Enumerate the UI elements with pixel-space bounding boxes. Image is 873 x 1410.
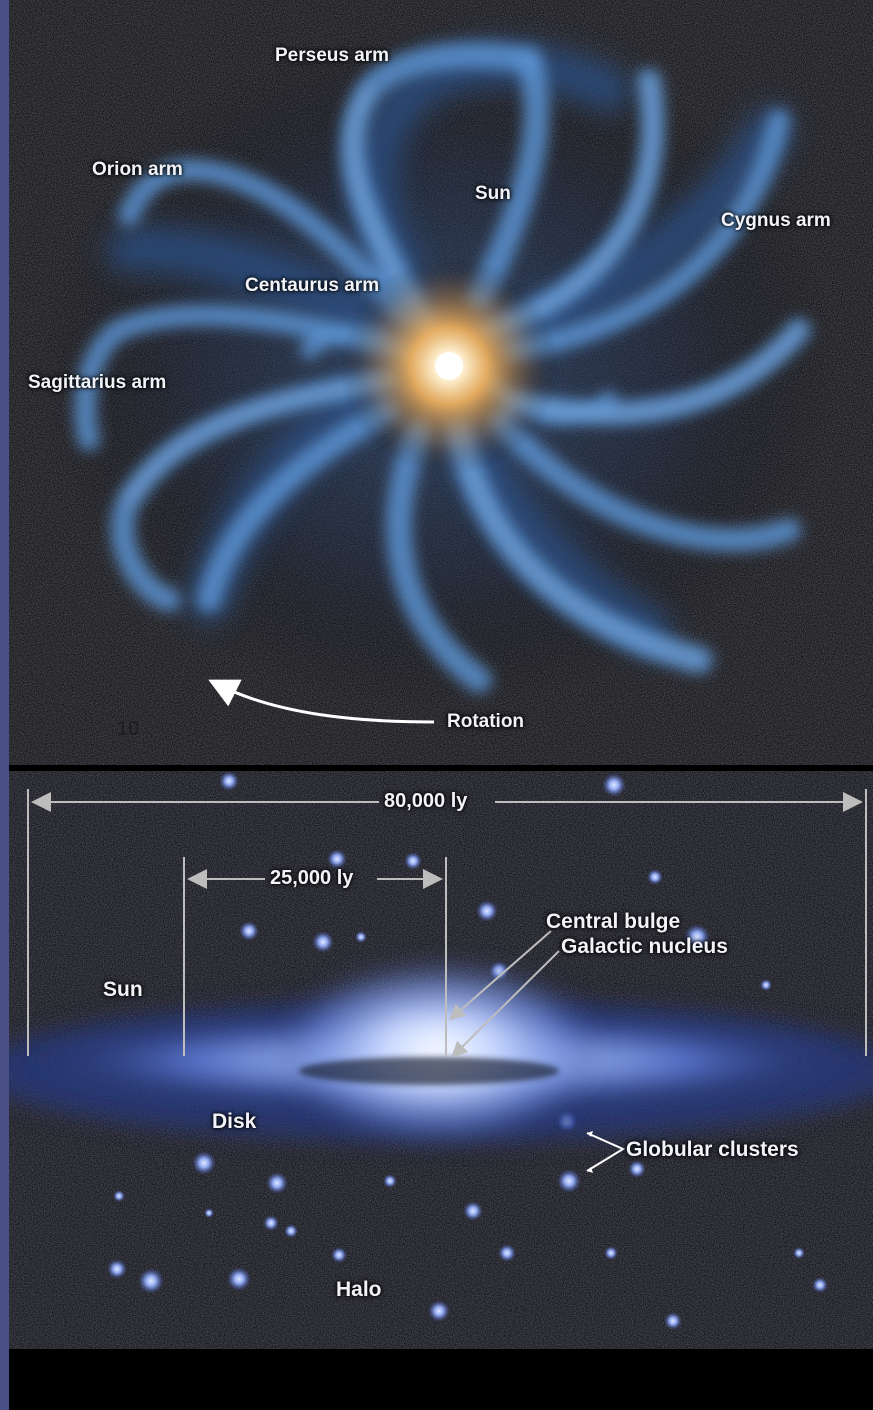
sun-label-top: Sun	[475, 183, 511, 204]
slide-side-strip	[0, 0, 9, 1410]
galactic-nucleus-pointer	[451, 950, 560, 1058]
centaurus-arm-label: Centaurus arm	[245, 275, 380, 296]
page-number: 10	[117, 718, 140, 740]
sun-distance-label: 25,000 ly	[270, 867, 354, 889]
face-on-galaxy-illustration	[9, 0, 873, 765]
central-bulge-pointer	[448, 930, 552, 1021]
disk-label: Disk	[212, 1110, 257, 1133]
sagittarius-arm-label: Sagittarius arm	[28, 372, 167, 393]
dimension-lines	[27, 789, 867, 1056]
central-bulge-label: Central bulge	[546, 910, 681, 933]
bottom-black-bar	[9, 1349, 873, 1410]
galactic-nucleus-label: Galactic nucleus	[561, 935, 728, 958]
cygnus-arm-label: Cygnus arm	[721, 210, 831, 231]
perseus-arm-label: Perseus arm	[275, 45, 390, 66]
sun-label-side: Sun	[103, 978, 143, 1001]
face-on-galaxy-panel: Perseus arm Orion arm Sun Cygnus arm Cen…	[9, 0, 873, 765]
edge-on-galaxy-illustration	[9, 771, 873, 1349]
edge-on-galaxy-panel: 80,000 ly 25,000 ly Central bulge Galact…	[9, 771, 873, 1349]
globular-clusters-pointer	[586, 1132, 626, 1172]
panel-divider	[9, 765, 873, 771]
pointer-arrows	[448, 930, 626, 1173]
rotation-label: Rotation	[447, 711, 525, 732]
globular-clusters-label: Globular clusters	[626, 1138, 799, 1161]
spiral-arms	[74, 42, 811, 693]
central-bulge	[269, 956, 609, 1146]
galactic-disk	[9, 956, 873, 1146]
diameter-label: 80,000 ly	[384, 790, 468, 812]
dust-lane	[299, 1057, 559, 1085]
galactic-core-center	[435, 352, 463, 380]
orion-arm-label: Orion arm	[92, 159, 183, 180]
halo-label: Halo	[336, 1278, 382, 1301]
rotation-arrow	[208, 679, 435, 724]
